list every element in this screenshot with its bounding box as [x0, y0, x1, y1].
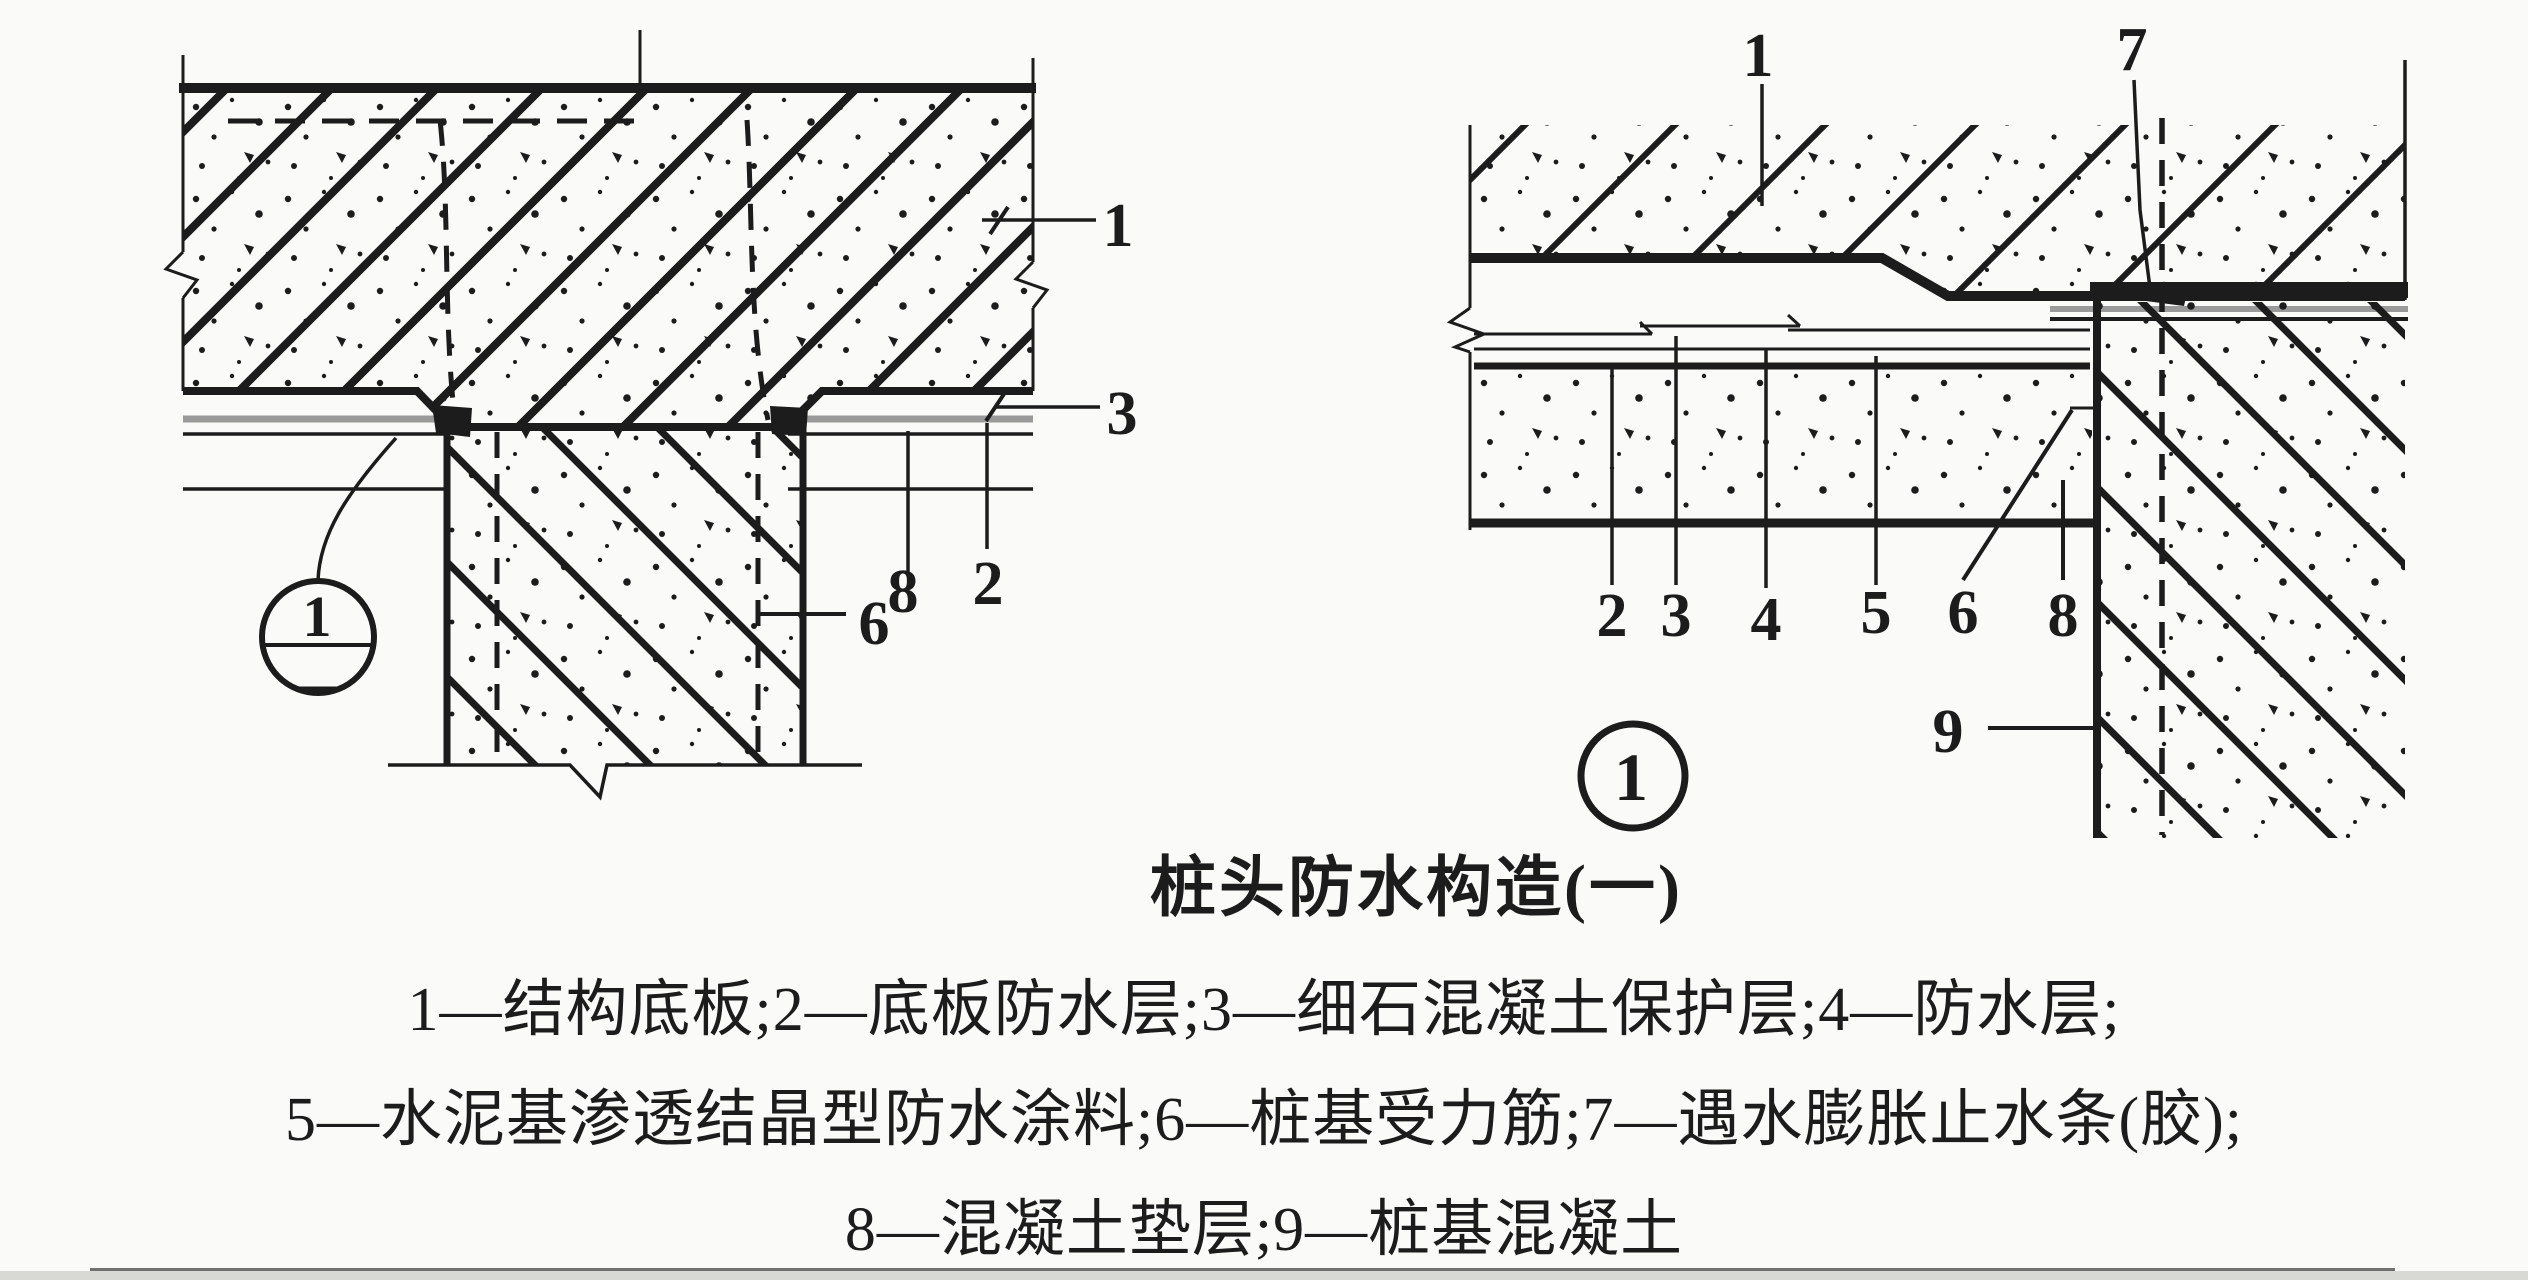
right-callout-2: 2	[1597, 582, 1628, 650]
scan-edge-bar	[0, 1271, 2528, 1280]
right-cushion-layer	[1470, 372, 2093, 528]
right-callout-9: 9	[1933, 698, 1964, 766]
left-pile-projection-dashed-right	[744, 119, 771, 421]
left-detail-sheet-dash: —	[292, 655, 344, 711]
left-callout-6: 6	[859, 590, 890, 658]
left-callout-1: 1	[1103, 192, 1134, 260]
left-detail-bubble: 1 —	[259, 436, 398, 711]
left-pile-bottom-break	[388, 763, 862, 801]
left-callout-3: 3	[1107, 380, 1138, 448]
left-break-symbol-right	[1013, 260, 1050, 309]
left-callouts: 1 3 8 2 6	[757, 192, 1138, 658]
right-detail-number: 1	[1614, 739, 1648, 815]
right-callout-5: 5	[1861, 579, 1892, 647]
right-section-view: 1 7 2 3 4 5 6 8 9	[1446, 16, 2408, 838]
construction-detail-drawing: 1 — 1 3 8 2 6	[163, 16, 2408, 838]
left-callout-2: 2	[973, 550, 1004, 618]
right-callout-8: 8	[2048, 582, 2079, 650]
legend-line-3: 8—混凝土垫层;9—桩基混凝土	[844, 1196, 1684, 1264]
scan-edge-line	[90, 1268, 2395, 1271]
left-detail-number: 1	[303, 584, 332, 649]
left-callout-8: 8	[888, 558, 919, 626]
left-pile	[388, 427, 862, 801]
left-pile-projection-dashed-left	[437, 119, 458, 421]
right-waterstop-blob	[2146, 284, 2188, 306]
right-detail-bubble: 1	[1577, 720, 1689, 832]
right-callouts: 1 7 2 3 4 5 6 8 9	[1597, 16, 2152, 766]
right-callout-4: 4	[1751, 586, 1782, 654]
left-structural-slab	[163, 30, 1050, 431]
left-section-view: 1 — 1 3 8 2 6	[163, 30, 1138, 801]
left-break-symbol-left	[163, 250, 200, 299]
left-detail-bubble-leader	[316, 436, 398, 581]
right-pile	[2070, 118, 2405, 838]
right-break-symbol-left	[1446, 306, 1489, 354]
figure-title: 桩头防水构造(一)	[1150, 852, 1683, 925]
legend-line-2: 5—水泥基渗透结晶型防水涂料;6—桩基受力筋;7—遇水膨胀止水条(胶);	[285, 1086, 2243, 1154]
legend-line-1: 1—结构底板;2—底板防水层;3—细石混凝土保护层;4—防水层;	[407, 976, 2121, 1044]
right-callout-1: 1	[1743, 22, 1774, 90]
right-callout-6: 6	[1948, 579, 1979, 647]
right-callout-7: 7	[2117, 16, 2148, 84]
right-callout-3: 3	[1661, 582, 1692, 650]
